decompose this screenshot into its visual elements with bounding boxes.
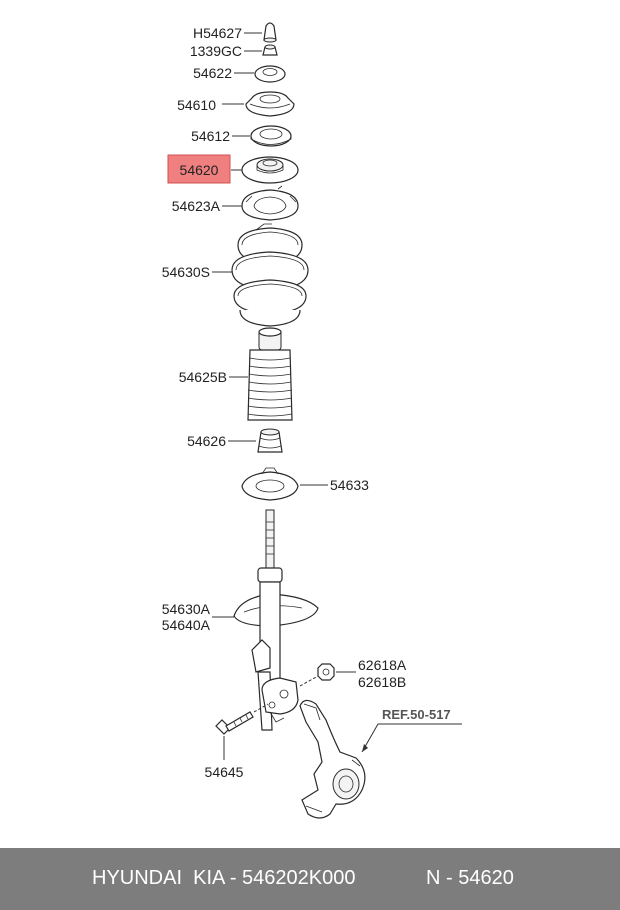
- footer-bar: HYUNDAI KIA - 546202K000 N - 54620: [0, 848, 620, 910]
- label-54620[interactable]: 54620: [180, 162, 219, 178]
- suspension-diagram: H54627 1339GC 54622 54610 54612 54620: [162, 22, 462, 819]
- label-54630s: 54630S: [162, 264, 210, 280]
- part-54630s[interactable]: [231, 223, 309, 327]
- label-62618a: 62618A: [358, 657, 407, 673]
- part-54622[interactable]: [254, 65, 286, 83]
- part-54623a[interactable]: [241, 185, 299, 221]
- label-54633: 54633: [330, 477, 369, 493]
- highlight-box-54620: [167, 154, 231, 184]
- footer-part-number: N - 54620: [426, 867, 514, 889]
- label-54640a: 54640A: [162, 617, 211, 633]
- part-54633[interactable]: [241, 467, 299, 501]
- label-1339gc: 1339GC: [190, 43, 242, 59]
- part-54626[interactable]: [257, 428, 283, 453]
- label-h54627: H54627: [193, 25, 242, 41]
- label-54645: 54645: [205, 764, 244, 780]
- label-54630a: 54630A: [162, 601, 211, 617]
- part-54612[interactable]: [250, 125, 292, 147]
- label-62618b: 62618B: [358, 674, 406, 690]
- part-54645-bolt[interactable]: [215, 711, 254, 735]
- label-54622: 54622: [193, 65, 232, 81]
- part-62618-nut[interactable]: [317, 663, 335, 681]
- part-54625b[interactable]: [247, 327, 293, 421]
- label-ref-50-517[interactable]: REF.50-517: [382, 707, 451, 722]
- label-54623a: 54623A: [172, 198, 221, 214]
- part-1339gc[interactable]: [262, 44, 278, 56]
- part-steering-knuckle[interactable]: [299, 699, 366, 819]
- part-54620[interactable]: [241, 156, 299, 184]
- part-54610[interactable]: [245, 91, 295, 117]
- label-54626: 54626: [187, 433, 226, 449]
- label-54612: 54612: [191, 128, 230, 144]
- label-54625b: 54625B: [179, 369, 227, 385]
- part-strut-assembly[interactable]: [233, 509, 319, 731]
- footer-brand-part: HYUNDAI KIA - 546202K000: [92, 867, 356, 889]
- part-h54627[interactable]: [263, 22, 277, 43]
- label-54610: 54610: [177, 97, 216, 113]
